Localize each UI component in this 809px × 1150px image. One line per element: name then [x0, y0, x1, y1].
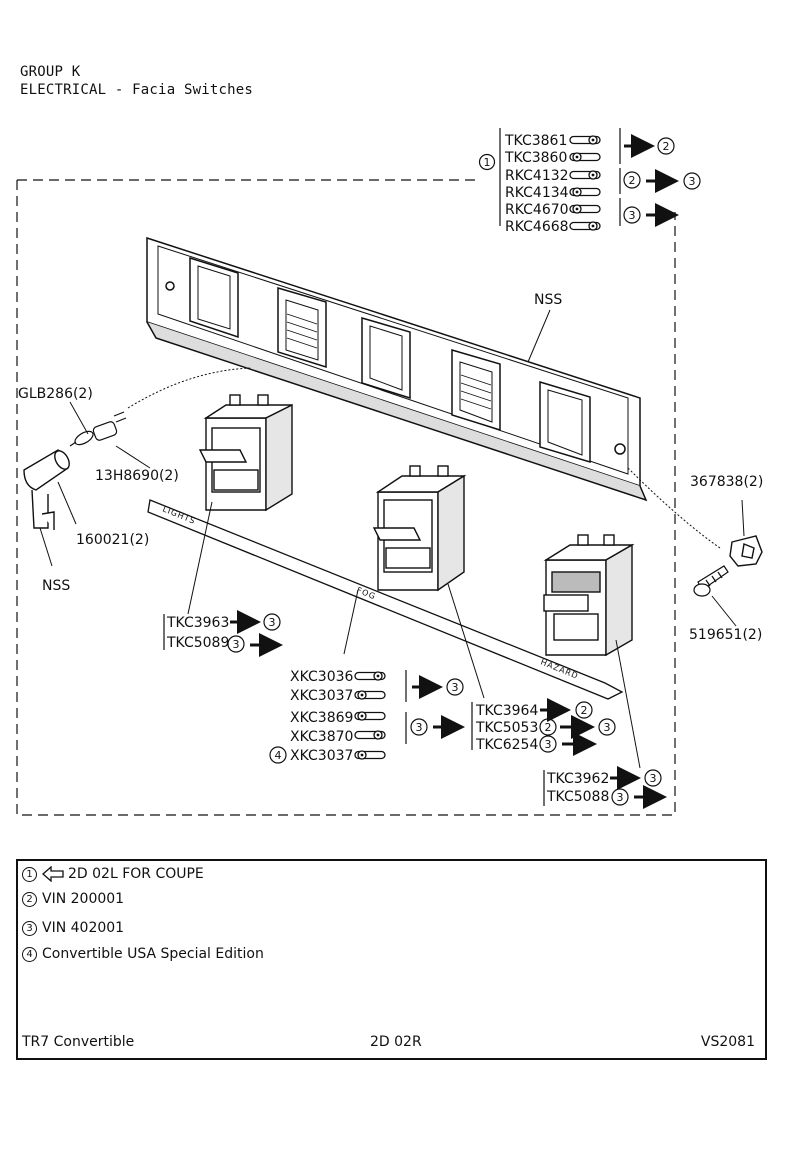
callout-3: 3: [689, 175, 696, 188]
callout-3: 3: [650, 772, 657, 785]
louvre-lines: [286, 313, 492, 410]
callout-1: 1: [484, 156, 491, 169]
dashed-assembly-boundary: [16, 179, 676, 816]
legend-box: 1 2D 02L FOR COUPE 2 VIN 200001 3 VIN 40…: [16, 859, 767, 1060]
callout-2: 2: [581, 704, 588, 717]
pn-tkc5089: TKC5089: [166, 635, 229, 651]
pn-tkc5053: TKC5053: [475, 720, 538, 736]
label-519651: 519651(2): [689, 627, 762, 643]
legend-text-4: Convertible USA Special Edition: [42, 946, 264, 962]
fog-switch-bulbs: XKC3036 XKC3037 XKC3869 XKC3870 XKC3037 …: [269, 669, 465, 764]
label-13h8690: 13H8690(2): [95, 468, 179, 484]
fog-switch-parts: TKC3964 2 TKC5053 2 3 TKC6254 3: [471, 698, 616, 756]
legend-num-4: 4: [22, 946, 37, 962]
callout-3: 3: [452, 681, 459, 694]
pn-rkc4670: RKC4670: [505, 202, 569, 218]
legend-row-1: 1 2D 02L FOR COUPE: [22, 864, 204, 884]
switch-hazard: [543, 534, 635, 657]
leader-bulb-to-panel: [127, 367, 253, 409]
arrow-left-outline-icon: [42, 866, 64, 882]
pn-xkc3870: XKC3870: [290, 729, 353, 745]
pn-xkc3037: XKC3037: [290, 688, 353, 704]
switch-lights: [198, 394, 293, 512]
callout-3: 3: [617, 791, 624, 804]
footer-page: 2D 02R: [370, 1034, 422, 1050]
callout-2: 2: [663, 140, 670, 153]
label-glb286: GLB286(2): [18, 386, 93, 402]
capless-bulb: [69, 430, 94, 447]
callout-4: 4: [275, 749, 282, 762]
pn-xkc3036: XKC3036: [290, 669, 354, 685]
pn-tkc3962: TKC3962: [546, 771, 609, 787]
footer-model: TR7 Convertible: [22, 1034, 135, 1050]
pn-xkc3869: XKC3869: [290, 710, 353, 726]
pn-xkc3037-b: XKC3037: [290, 748, 353, 764]
pn-tkc3860: TKC3860: [504, 150, 567, 166]
legend-text-1: 2D 02L FOR COUPE: [68, 866, 204, 882]
callout-3: 3: [416, 721, 423, 734]
pn-rkc4668: RKC4668: [505, 219, 569, 235]
exploded-parts-diagram: LIGHTS FOG HAZARD: [16, 128, 763, 816]
label-nss-panel: NSS: [534, 292, 562, 308]
pn-tkc6254: TKC6254: [475, 737, 538, 753]
bulb-holder-small: [92, 411, 127, 441]
legend-num-3: 3: [22, 920, 37, 936]
legend-num-1: 1: [22, 866, 37, 882]
lights-switch-parts: TKC3963 3 TKC5089 3: [163, 610, 283, 657]
callout-3: 3: [629, 209, 636, 222]
top-part-list: 1 TKC3861 TKC3860 RKC4132 RKC4134 RKC467…: [478, 128, 701, 235]
pn-tkc3963: TKC3963: [166, 615, 229, 631]
pn-tkc5088: TKC5088: [546, 789, 609, 805]
clip-nut: [729, 535, 763, 567]
pn-tkc3964: TKC3964: [475, 703, 538, 719]
callout-3: 3: [269, 616, 276, 629]
pn-tkc3861: TKC3861: [504, 133, 567, 149]
legend-text-2: VIN 200001: [42, 891, 125, 907]
screw: [693, 565, 729, 597]
footer-ref: VS2081: [700, 1034, 755, 1050]
label-160021: 160021(2): [76, 532, 149, 548]
group-heading: GROUP K: [20, 64, 81, 80]
label-367838: 367838(2): [690, 474, 763, 490]
callout-3: 3: [233, 638, 240, 651]
pn-rkc4132: RKC4132: [505, 168, 569, 184]
pn-rkc4134: RKC4134: [505, 185, 569, 201]
legend-text-3: VIN 402001: [42, 920, 125, 936]
legend-row-4: 4 Convertible USA Special Edition: [22, 944, 264, 964]
callout-3: 3: [545, 738, 552, 751]
section-title: ELECTRICAL - Facia Switches: [20, 82, 253, 98]
legend-row-2: 2 VIN 200001: [22, 889, 124, 909]
legend-num-2: 2: [22, 891, 37, 907]
legend-row-3: 3 VIN 402001: [22, 918, 124, 938]
switch-fog: [372, 465, 467, 592]
switch-panel-bezel: [146, 236, 648, 502]
callout-3: 3: [604, 721, 611, 734]
hazard-switch-parts: TKC3962 3 TKC5088 3: [543, 766, 667, 809]
label-nss-holder: NSS: [42, 578, 70, 594]
leader-lines: [39, 309, 745, 769]
callout-2: 2: [629, 174, 636, 187]
legend-strip: [147, 499, 624, 700]
callout-2: 2: [545, 721, 552, 734]
bulb-holder: [23, 449, 70, 530]
